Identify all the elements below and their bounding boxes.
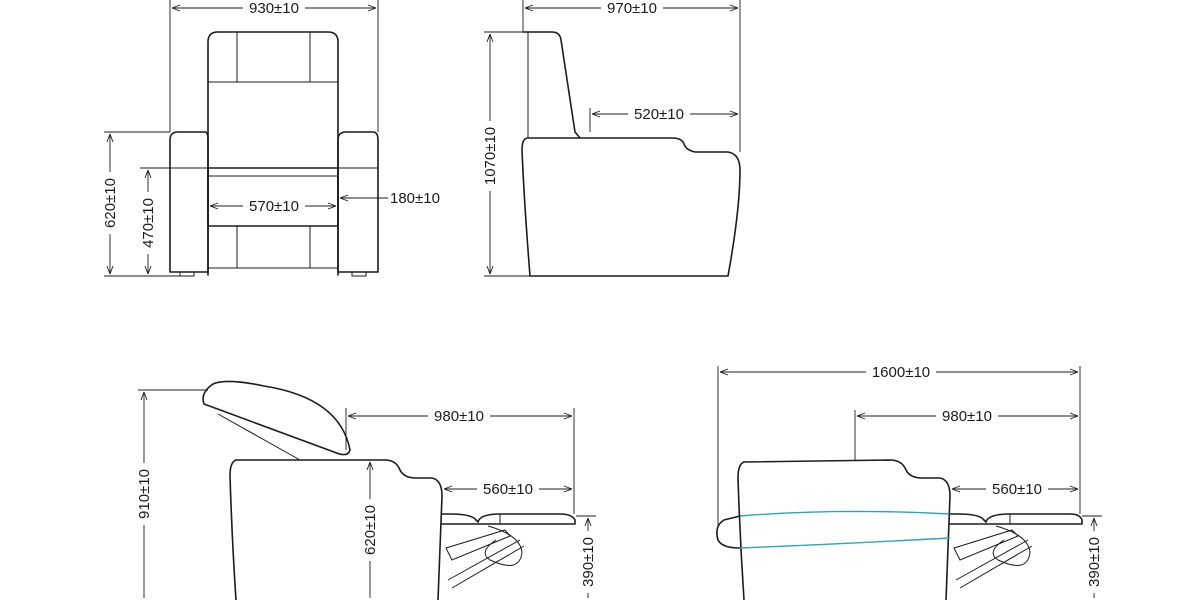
recline-depth-label: 980±10 [434,408,484,425]
recline-height-dimension: 910±10 [134,389,208,598]
side-height-label: 1070±10 [482,127,499,185]
front-width-label: 930±10 [249,0,299,17]
recline-seat-height-dimension: 620±10 [360,459,386,598]
front-width-dimension: 930±10 [169,0,379,132]
recline-seat-height-label: 620±10 [362,505,379,555]
front-arm-width-dimension: 180±10 [339,190,440,207]
recline-view-chair-outline [202,380,576,600]
flat-seat-contour [739,510,951,517]
flat-length-dimension: 1600±10 [717,364,1081,528]
side-view: 970±10 1070±10 520±10 [480,0,741,277]
front-view: 930±10 620±10 470±10 570±10 180±10 [100,0,440,277]
front-arm-width-label: 180±10 [390,190,440,207]
front-arm-height-label: 620±10 [102,178,119,228]
flat-depth-label: 980±10 [942,408,992,425]
side-depth-label: 970±10 [607,0,657,17]
recline-footrest-label: 560±10 [483,481,533,498]
flat-length-label: 1600±10 [872,364,930,381]
front-seat-height-label: 470±10 [140,198,157,248]
side-seat-depth-label: 520±10 [634,106,684,123]
flat-footrest-height-label: 390±10 [1086,537,1103,587]
front-seat-height-dimension: 470±10 [138,167,208,275]
flat-view-chair-outline [716,459,1083,600]
flat-view: 1600±10 980±10 560±10 390±10 [716,364,1104,600]
side-depth-dimension: 970±10 [522,0,741,152]
front-view-chair-outline [169,31,379,277]
side-seat-depth-dimension: 520±10 [589,106,739,132]
flat-footrest-height-dimension: 390±10 [1082,515,1104,598]
recline-footrest-dimension: 560±10 [443,481,573,498]
side-height-dimension: 1070±10 [480,31,530,277]
recline-depth-dimension: 980±10 [345,408,575,514]
recline-footrest-height-label: 390±10 [580,537,597,587]
flat-footrest-dimension: 560±10 [951,481,1079,498]
recline-footrest-height-dimension: 390±10 [576,515,598,598]
recline-view: 910±10 980±10 560±10 620±10 [134,380,598,600]
front-seat-width-dimension: 570±10 [209,198,337,215]
flat-depth-dimension: 980±10 [854,408,1079,460]
recline-height-label: 910±10 [136,469,153,519]
flat-footrest-label: 560±10 [992,481,1042,498]
side-view-chair-outline [521,31,741,277]
front-seat-width-label: 570±10 [249,198,299,215]
front-arm-height-dimension: 620±10 [100,131,180,277]
